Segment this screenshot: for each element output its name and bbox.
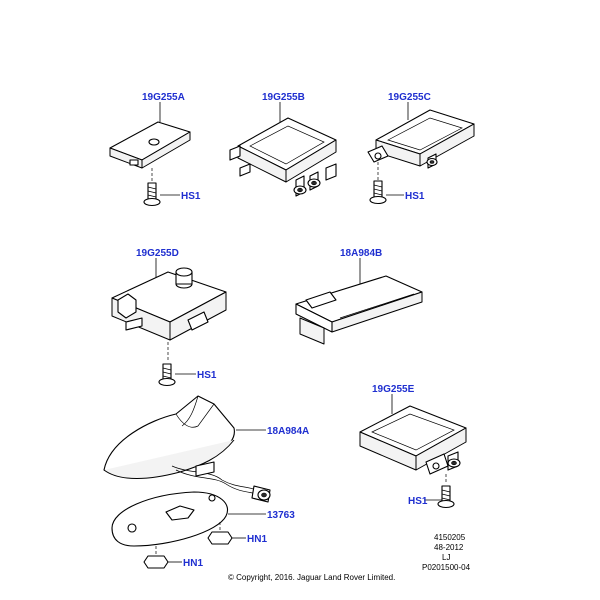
label-hn1-left: HN1 <box>183 558 203 569</box>
antenna-18a984a[interactable]: 18A984A <box>103 395 309 503</box>
module-19g255a[interactable]: 19G255A <box>109 92 191 182</box>
label-19g255e: 19G255E <box>372 384 415 395</box>
label-19g255b: 19G255B <box>262 92 305 103</box>
gasket-13763[interactable]: 13763 <box>111 491 295 547</box>
label-18a984a: 18A984A <box>267 426 309 437</box>
ref-number: 4150205 <box>434 533 466 542</box>
screw-hs1-d[interactable]: HS1 <box>158 363 217 387</box>
label-hs1-a: HS1 <box>181 191 201 202</box>
screw-hs1-c[interactable]: HS1 <box>369 180 425 205</box>
module-19g255c[interactable]: 19G255C <box>367 92 475 180</box>
label-19g255a: 19G255A <box>142 92 185 103</box>
label-13763: 13763 <box>267 510 295 521</box>
bracket-18a984b[interactable]: 18A984B <box>295 248 423 345</box>
label-hn1-right: HN1 <box>247 534 267 545</box>
illustration-id: P0201500-04 <box>422 563 471 572</box>
label-hs1-c: HS1 <box>405 191 425 202</box>
initials: LJ <box>442 553 450 562</box>
copyright: © Copyright, 2016. Jaguar Land Rover Lim… <box>228 573 395 582</box>
nut-hn1-left[interactable]: HN1 <box>143 546 203 569</box>
date-code: 48-2012 <box>434 543 464 552</box>
label-18a984b: 18A984B <box>340 248 382 259</box>
screw-hs1-e[interactable]: HS1 <box>408 485 455 509</box>
module-19g255b[interactable]: 19G255B <box>229 92 337 197</box>
nut-hn1-right[interactable]: HN1 <box>207 531 267 545</box>
label-19g255c: 19G255C <box>388 92 431 103</box>
label-19g255d: 19G255D <box>136 248 179 259</box>
screw-hs1-a[interactable]: HS1 <box>143 182 201 207</box>
module-19g255d[interactable]: 19G255D <box>111 248 227 362</box>
label-hs1-e: HS1 <box>408 496 428 507</box>
module-19g255e[interactable]: 19G255E <box>359 384 467 484</box>
label-hs1-d: HS1 <box>197 370 217 381</box>
